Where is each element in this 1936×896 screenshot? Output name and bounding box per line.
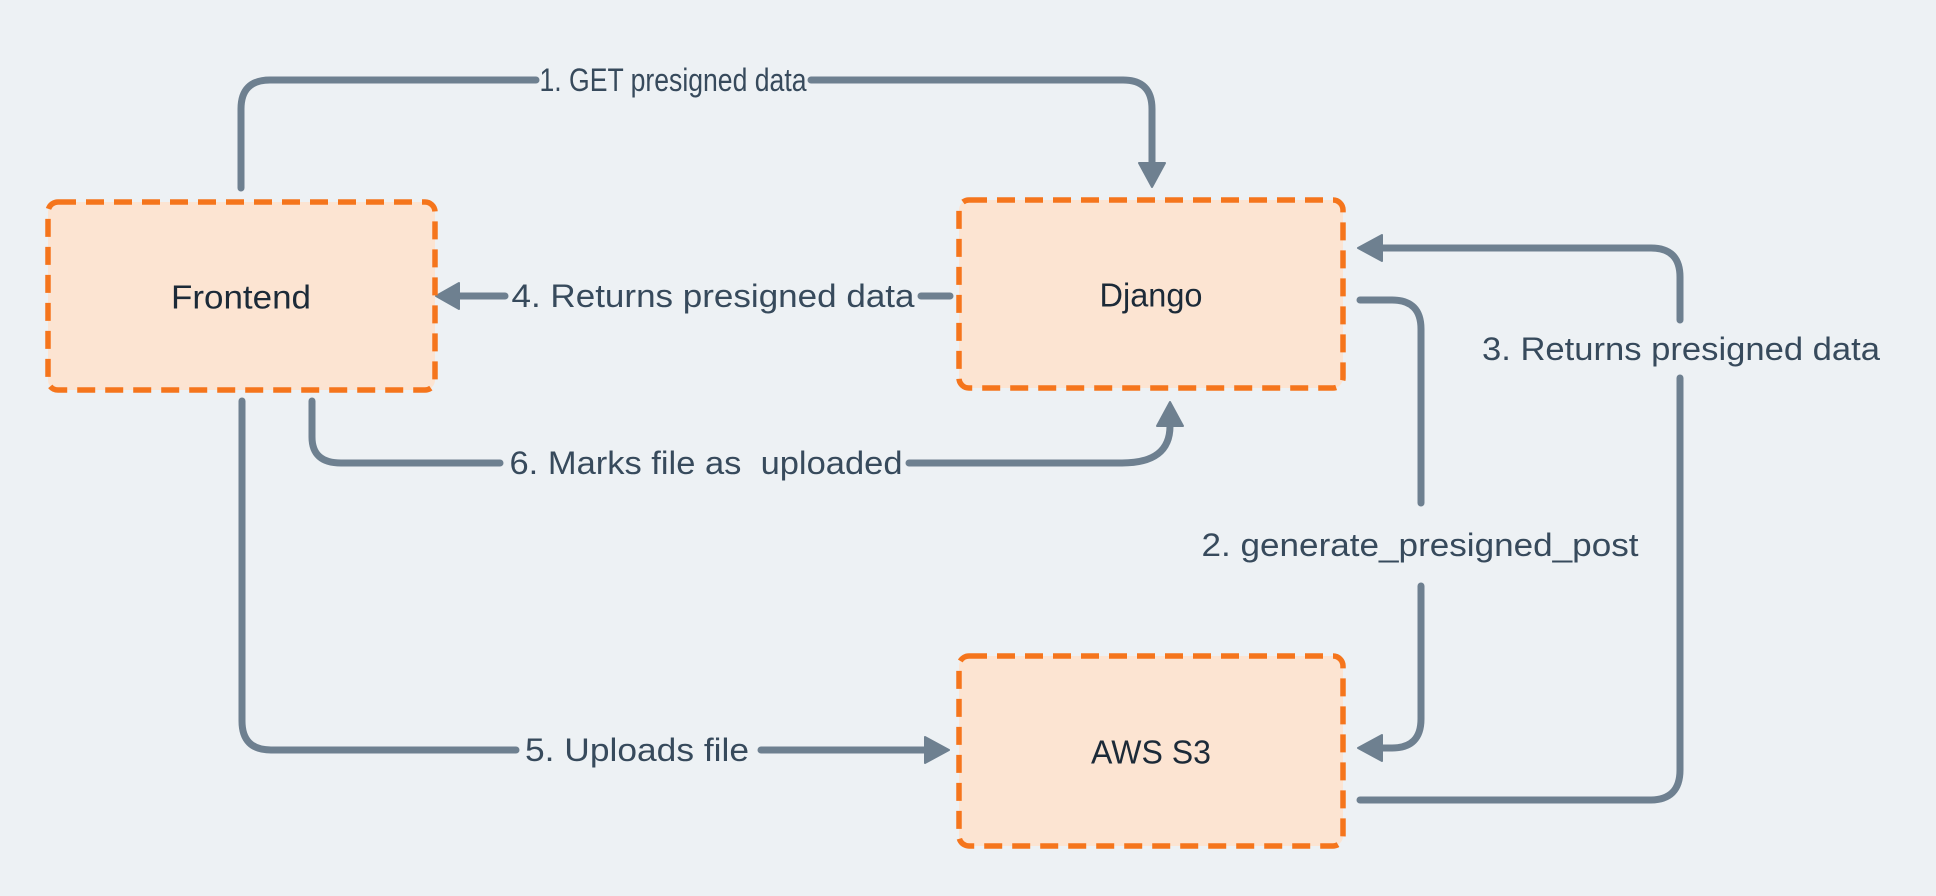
- node-frontend: Frontend: [45, 199, 438, 393]
- flow-6-label: 6. Marks file as uploaded: [510, 445, 903, 481]
- flow-3-connector-top: [1379, 244, 1684, 324]
- django-label: Django: [1100, 277, 1203, 314]
- node-aws-s3: AWS S3: [956, 653, 1346, 849]
- flow-5-label: 5. Uploads file: [525, 732, 749, 768]
- flow-1-connector-right: [807, 76, 1156, 167]
- flow-2-arrowhead-left: [1357, 734, 1383, 762]
- frontend-label: Frontend: [171, 279, 311, 316]
- frontend-box: [45, 199, 438, 393]
- flow-5-connector-left: [238, 397, 520, 754]
- flow-1-get-presigned-data: 1. GET presigned data: [237, 62, 1166, 192]
- flow-6-arrowhead-up: [1156, 401, 1184, 427]
- node-django: Django: [956, 197, 1346, 391]
- flow-1-label: 1. GET presigned data: [540, 62, 807, 98]
- flow-5-arrowhead-right: [924, 736, 950, 764]
- flow-4-label: 4. Returns presigned data: [512, 278, 915, 314]
- flow-5-uploads-file: 5. Uploads file: [238, 397, 950, 768]
- django-box: [956, 197, 1346, 391]
- aws-s3-label: AWS S3: [1091, 734, 1211, 771]
- flow-3-returns-presigned-data: 3. Returns presigned data: [1356, 234, 1880, 804]
- flow-6-marks-file-uploaded: 6. Marks file as uploaded: [308, 397, 1184, 481]
- flow-1-connector-left: [237, 76, 540, 192]
- flow-2-connector-bottom: [1379, 582, 1425, 752]
- flow-6-connector-left: [308, 397, 504, 467]
- flow-2-generate-presigned-post: 2. generate_presigned_post: [1202, 296, 1639, 762]
- flow-3-arrowhead-left: [1357, 234, 1383, 262]
- flow-4-returns-presigned-data: 4. Returns presigned data: [435, 278, 954, 314]
- flow-1-arrowhead-down: [1138, 162, 1166, 188]
- flow-3-connector-bottom: [1356, 374, 1684, 804]
- flow-2-label: 2. generate_presigned_post: [1202, 527, 1639, 563]
- flow-3-label: 3. Returns presigned data: [1482, 331, 1880, 367]
- flow-6-connector-right: [905, 422, 1174, 467]
- aws-s3-box: [956, 653, 1346, 849]
- flow-2-connector-top: [1356, 296, 1425, 507]
